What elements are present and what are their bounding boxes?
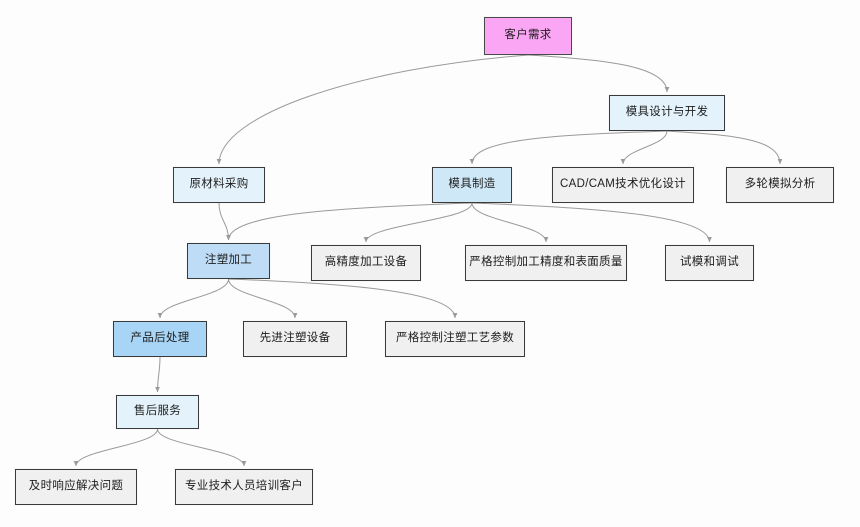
flow-node-n15[interactable]: 及时响应解决问题 <box>15 469 137 505</box>
flow-edge-n14-n15 <box>73 428 158 467</box>
flow-node-n3[interactable]: 原材料采购 <box>173 167 265 203</box>
flow-node-label: 客户需求 <box>504 29 552 42</box>
flow-node-n10[interactable]: 试模和调试 <box>665 245 754 281</box>
flow-edge-n3-n7 <box>218 202 231 241</box>
flow-edge-n4-n8 <box>363 202 473 243</box>
flow-node-label: 售后服务 <box>133 405 182 418</box>
flow-node-label: 模具设计与开发 <box>625 106 709 119</box>
flow-node-label: 原材料采购 <box>189 178 249 191</box>
flow-node-n16[interactable]: 专业技术人员培训客户 <box>175 469 313 505</box>
flow-node-label: 试模和调试 <box>680 256 739 269</box>
flow-node-label: 模具制造 <box>448 178 496 191</box>
flow-node-label: 高精度加工设备 <box>324 256 408 269</box>
flow-edge-n11-n14 <box>155 356 161 393</box>
flow-node-label: 注塑加工 <box>204 254 253 267</box>
flow-edge-n1-n3 <box>216 54 529 165</box>
flow-node-label: 严格控制注塑工艺参数 <box>396 332 514 345</box>
flow-node-n4[interactable]: 模具制造 <box>432 167 512 203</box>
flow-node-n7[interactable]: 注塑加工 <box>187 243 270 279</box>
flow-edge-n7-n12 <box>228 278 298 319</box>
flow-edge-n2-n5 <box>620 130 668 165</box>
flow-node-n13[interactable]: 严格控制注塑工艺参数 <box>385 321 525 357</box>
flow-edge-n4-n7 <box>226 202 473 241</box>
flow-node-n5[interactable]: CAD/CAM技术优化设计 <box>552 167 694 203</box>
flow-node-label: CAD/CAM技术优化设计 <box>560 178 686 191</box>
flow-edge-n4-n10 <box>471 202 712 243</box>
flow-node-label: 及时响应解决问题 <box>28 480 124 493</box>
flow-node-n12[interactable]: 先进注塑设备 <box>243 321 347 357</box>
flow-edge-n2-n4 <box>469 130 668 165</box>
flow-node-n9[interactable]: 严格控制加工精度和表面质量 <box>465 245 627 281</box>
flow-node-label: 多轮模拟分析 <box>744 178 816 191</box>
flow-edge-n2-n6 <box>666 130 783 165</box>
flow-node-n1[interactable]: 客户需求 <box>484 17 572 55</box>
flow-node-n11[interactable]: 产品后处理 <box>113 321 207 357</box>
flow-edge-n4-n9 <box>471 202 549 243</box>
flow-node-n6[interactable]: 多轮模拟分析 <box>726 167 834 203</box>
flow-edge-n14-n16 <box>157 428 247 467</box>
flow-node-n14[interactable]: 售后服务 <box>116 395 199 429</box>
flow-edge-n1-n2 <box>527 54 670 93</box>
flow-node-label: 严格控制加工精度和表面质量 <box>469 256 623 269</box>
flow-node-n2[interactable]: 模具设计与开发 <box>609 95 725 131</box>
flow-node-label: 产品后处理 <box>130 332 190 345</box>
flow-node-label: 专业技术人员培训客户 <box>185 480 303 493</box>
flow-node-label: 先进注塑设备 <box>259 332 331 345</box>
flow-node-n8[interactable]: 高精度加工设备 <box>311 245 421 281</box>
flow-edge-n7-n13 <box>228 278 458 319</box>
flow-edge-n7-n11 <box>157 278 229 319</box>
